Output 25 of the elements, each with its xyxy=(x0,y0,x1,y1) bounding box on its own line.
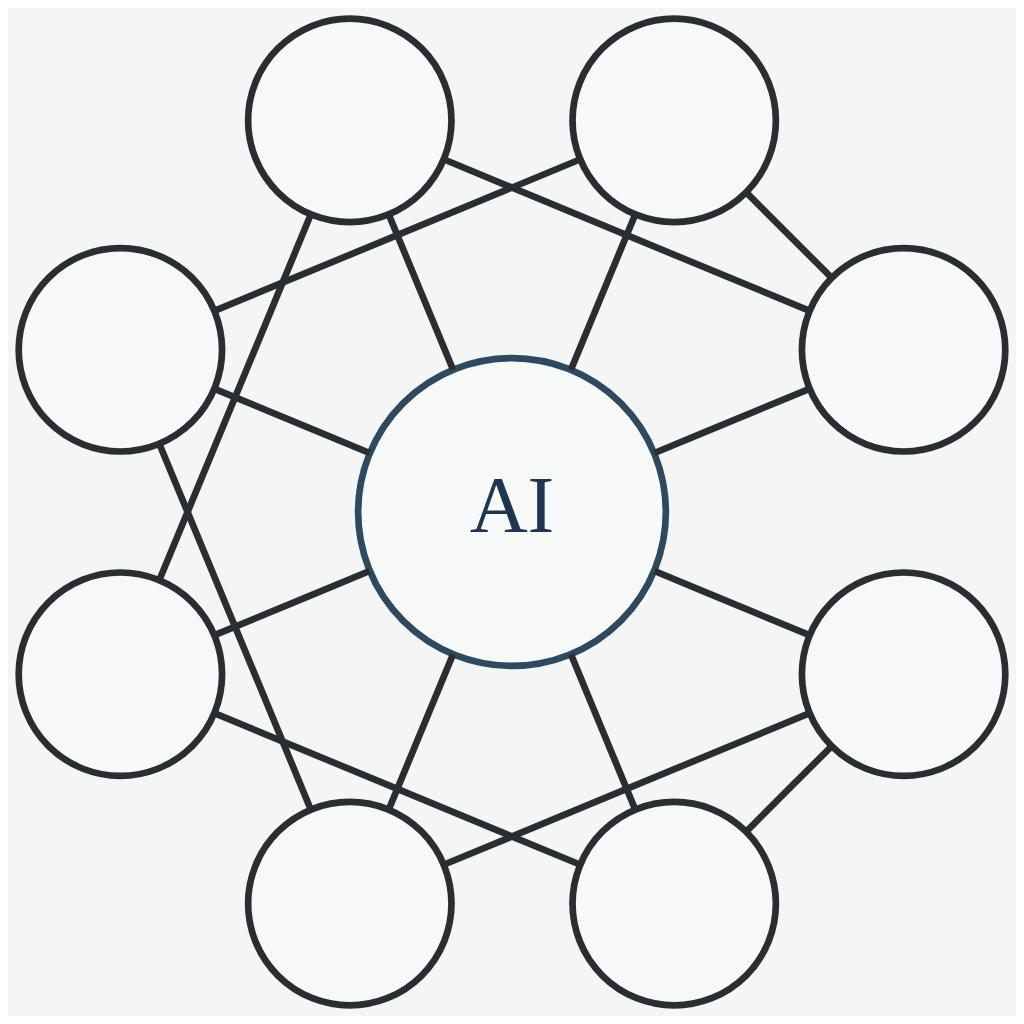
connector xyxy=(567,213,639,371)
node-circle xyxy=(569,798,780,1009)
connector xyxy=(385,653,457,811)
connector xyxy=(213,385,371,457)
connector xyxy=(156,442,314,811)
node-circle xyxy=(798,244,1009,455)
node-circle xyxy=(15,569,226,780)
connector xyxy=(744,743,834,834)
connector xyxy=(567,653,639,811)
connector xyxy=(213,156,582,314)
node-circle xyxy=(569,15,780,226)
node-circle: AI xyxy=(354,354,670,670)
connector xyxy=(653,385,811,457)
connector xyxy=(442,710,811,868)
connector xyxy=(213,567,371,639)
connector xyxy=(213,710,582,868)
node-circle xyxy=(798,569,1009,780)
connector xyxy=(156,213,314,582)
connector xyxy=(442,156,811,314)
node-circle xyxy=(244,798,455,1009)
connector xyxy=(385,213,457,371)
connector xyxy=(744,190,834,281)
node-circle xyxy=(244,15,455,226)
node-circle xyxy=(15,244,226,455)
connector xyxy=(653,567,811,639)
